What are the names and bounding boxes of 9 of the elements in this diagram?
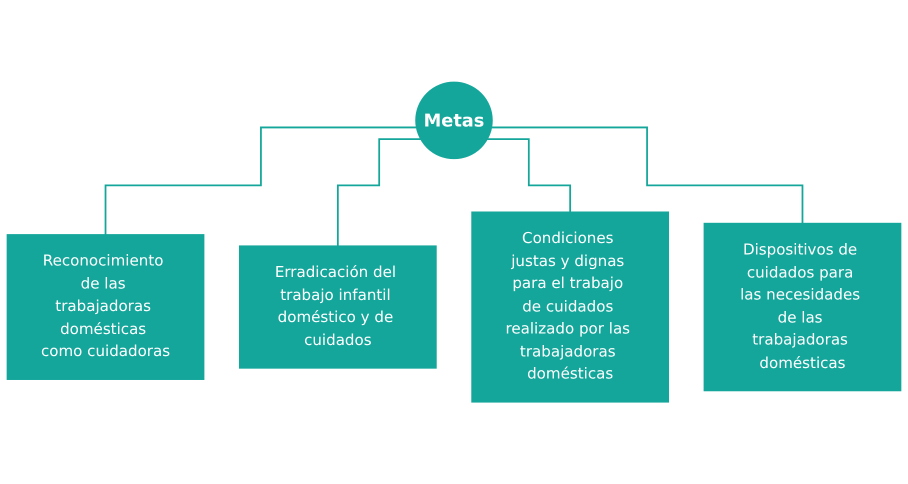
node-box: Condiciones justas y dignas para el trabajo de cuidados realizado por las trabajadoras domésticas: [471, 211, 670, 402]
connector: [492, 126, 804, 224]
connector: [336, 138, 421, 247]
connector: [104, 126, 416, 236]
node-box: Erradicación del trabajo infantil doméstico y de cuidados: [238, 245, 437, 369]
node-circle: Metas: [415, 82, 493, 160]
node-box: Reconocimiento de las trabajadoras domésticas como cuidadoras: [6, 234, 204, 380]
connector: [487, 138, 572, 213]
node-box: Dispositivos de cuidados para las necesidades de las trabajadoras domésticas: [704, 222, 902, 392]
